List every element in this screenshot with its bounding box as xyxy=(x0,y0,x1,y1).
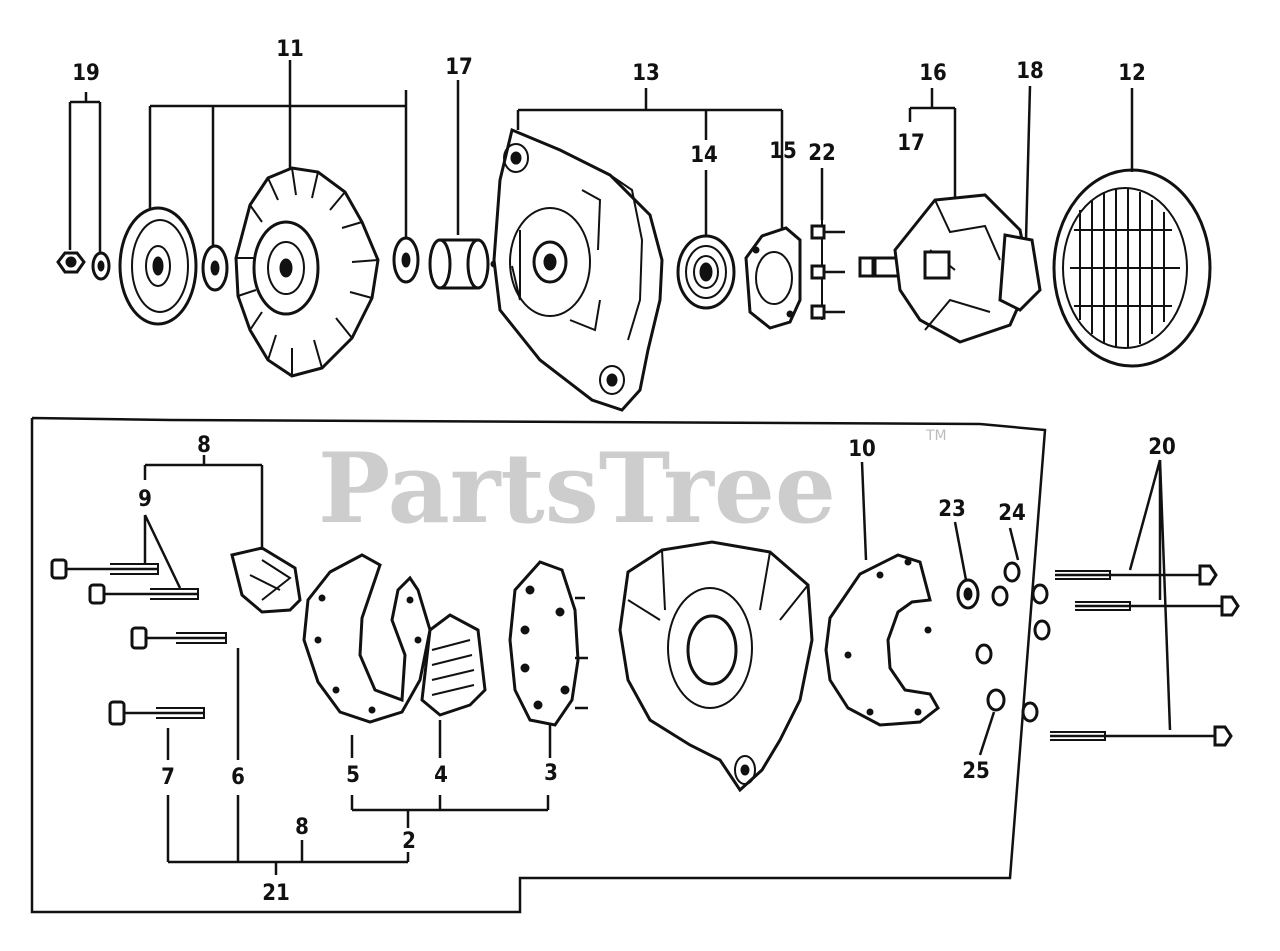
callout-15: 15 xyxy=(769,139,797,164)
part-20-through-bolts[interactable] xyxy=(1050,564,1240,747)
callout-16: 16 xyxy=(919,61,947,86)
callout-22: 22 xyxy=(808,141,836,166)
part-fan-washer[interactable] xyxy=(392,236,420,284)
part-12-stator[interactable] xyxy=(1052,168,1212,368)
callout-10: 10 xyxy=(848,437,876,462)
watermark-text: PartsTree xyxy=(318,432,836,545)
part-22-screws[interactable] xyxy=(810,220,845,320)
callout-6: 6 xyxy=(231,765,245,790)
callout-8-top: 8 xyxy=(197,433,211,458)
callout-9: 9 xyxy=(138,487,152,512)
part-spacer-washer[interactable] xyxy=(201,244,229,292)
part-8-terminal[interactable] xyxy=(230,546,302,614)
callout-17-rotor: 17 xyxy=(897,131,925,156)
part-14-bearing[interactable] xyxy=(676,234,736,310)
part-25-nut[interactable] xyxy=(986,688,1006,712)
part-3-diode-plate[interactable] xyxy=(508,560,588,727)
part-16-rotor[interactable] xyxy=(858,193,1042,344)
callout-19: 19 xyxy=(72,61,100,86)
part-5-rectifier-plate[interactable] xyxy=(302,553,432,724)
part-4-heat-sink[interactable] xyxy=(420,613,487,717)
leader-lines xyxy=(30,60,1172,914)
callout-2: 2 xyxy=(402,829,416,854)
callout-20: 20 xyxy=(1148,435,1176,460)
callout-23: 23 xyxy=(938,497,966,522)
callout-12: 12 xyxy=(1118,61,1146,86)
watermark: PartsTree TM xyxy=(318,428,947,545)
callout-21: 21 xyxy=(262,881,290,906)
part-11-fan[interactable] xyxy=(234,166,380,378)
part-10-insulator[interactable] xyxy=(824,553,940,727)
callout-18: 18 xyxy=(1016,59,1044,84)
part-6-bolt[interactable] xyxy=(130,626,227,650)
part-7-bolt[interactable] xyxy=(108,700,205,726)
part-pulley[interactable] xyxy=(118,206,198,326)
watermark-trademark: TM xyxy=(925,428,947,444)
callout-11: 11 xyxy=(276,37,304,62)
callout-5: 5 xyxy=(346,763,360,788)
part-slip-ring-end-housing[interactable] xyxy=(618,540,814,793)
part-23-insulator-bushing[interactable] xyxy=(956,578,980,610)
part-13-drive-end-housing[interactable] xyxy=(492,127,664,412)
callout-13: 13 xyxy=(632,61,660,86)
callout-4: 4 xyxy=(434,763,448,788)
part-15-retainer-plate[interactable] xyxy=(744,226,802,330)
callout-24: 24 xyxy=(998,501,1026,526)
callout-labels: 19 11 17 13 14 15 22 16 17 18 12 8 9 10 … xyxy=(72,37,1176,906)
callout-7: 7 xyxy=(161,765,175,790)
part-19-nut-washer[interactable] xyxy=(56,251,111,281)
callout-3: 3 xyxy=(544,761,558,786)
callout-17-top: 17 xyxy=(445,55,473,80)
part-9-bolts[interactable] xyxy=(50,558,199,605)
callout-8-bottom: 8 xyxy=(295,815,309,840)
callout-14: 14 xyxy=(690,143,718,168)
part-17-spacer[interactable] xyxy=(428,238,498,290)
part-24-washers[interactable] xyxy=(975,561,1051,723)
callout-25: 25 xyxy=(962,759,990,784)
